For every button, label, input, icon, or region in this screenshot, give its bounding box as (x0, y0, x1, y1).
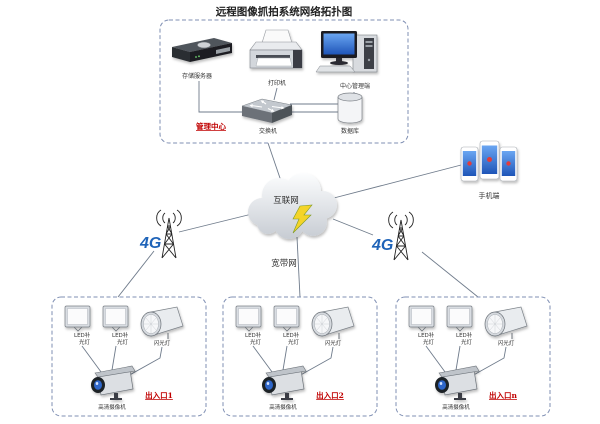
link-led-a-to-camera (81, 345, 105, 377)
cell-tower-icon (156, 209, 182, 259)
led-b-label-line2: 光灯 (461, 338, 473, 346)
diagram-title: 远程图像抓拍系统网络拓扑图 (216, 5, 353, 18)
led-fill-light-icon (408, 305, 435, 332)
led-a-label-line2: 光灯 (79, 338, 91, 346)
link-led-a-to-camera (252, 345, 276, 377)
led-fill-light-icon (64, 305, 91, 332)
link-led-a-to-camera (425, 345, 449, 377)
flash-lamp-label: 闪光灯 (325, 339, 342, 347)
link-4g-right-to-site-n (421, 251, 479, 298)
led-fill-light-icon (446, 305, 473, 332)
hd-camera-icon (91, 365, 136, 400)
phone (499, 146, 518, 182)
database-icon (337, 92, 363, 124)
cellular-4g-left: 4G (139, 209, 182, 259)
link-printer-to-switch (273, 87, 278, 101)
site-entrance-1: LED补 光灯 LED补 光灯 闪光灯 高清摄像机 出入口1 (51, 296, 207, 417)
cellular-label: 4G (371, 237, 393, 254)
site-frame (395, 296, 551, 417)
broadband-label: 宽带网 (271, 258, 297, 269)
network-switch-icon (241, 98, 293, 123)
site-name: 出入口n (489, 390, 517, 400)
led-b-label-line2: 光灯 (288, 338, 300, 346)
storage-server-label: 存储服务器 (182, 72, 212, 80)
led-a-label-line1: LED补 (74, 331, 91, 339)
link-flash-to-camera (296, 346, 334, 378)
site-entrance-2: LED补 光灯 LED补 光灯 闪光灯 高清摄像机 出入口2 (222, 296, 378, 417)
link-internet-to-4g-left (178, 213, 253, 233)
cellular-label: 4G (139, 235, 161, 252)
central-client-label: 中心管理端 (340, 82, 370, 90)
site-frame (222, 296, 378, 417)
link-center-to-internet (267, 142, 282, 182)
led-a-label-line2: 光灯 (250, 338, 262, 346)
hd-camera-icon (262, 365, 307, 400)
cell-tower-icon (388, 211, 414, 261)
led-b-label-line1: LED补 (283, 331, 300, 339)
lightning-icon (292, 204, 313, 234)
phone (479, 140, 500, 180)
network-links (117, 142, 479, 298)
database-label: 数据库 (341, 127, 359, 135)
storage-server-icon (172, 38, 232, 62)
flash-lamp-icon (140, 306, 184, 339)
computer-icon (315, 31, 378, 73)
management-center-label: 管理中心 (196, 121, 226, 131)
led-fill-light-icon (273, 305, 300, 332)
smartphone-icon (460, 140, 518, 182)
led-a-label-line1: LED补 (245, 331, 262, 339)
site-name: 出入口1 (145, 390, 173, 400)
hd-camera-icon (435, 365, 480, 400)
mobile-label: 手机端 (479, 191, 500, 200)
cloud-icon (248, 173, 337, 239)
flash-lamp-label: 闪光灯 (498, 339, 515, 347)
site-name: 出入口2 (316, 390, 344, 400)
flash-lamp-icon (484, 306, 528, 339)
phone (460, 146, 479, 182)
led-a-label-line1: LED补 (418, 331, 435, 339)
site-entrance-n: LED补 光灯 LED补 光灯 闪光灯 高清摄像机 出入口n (395, 296, 551, 417)
led-a-label-line2: 光灯 (423, 338, 435, 346)
link-storage-to-switch (198, 81, 246, 113)
switch-label: 交换机 (259, 127, 277, 135)
printer-label: 打印机 (268, 79, 286, 87)
hd-camera-label: 高清摄像机 (98, 403, 126, 411)
flash-lamp-label: 闪光灯 (154, 339, 171, 347)
hd-camera-label: 高清摄像机 (269, 403, 297, 411)
printer-icon (249, 29, 303, 69)
internet-label: 互联网 (273, 196, 299, 206)
cellular-4g-right: 4G (371, 211, 414, 261)
management-center-frame (159, 19, 409, 144)
led-b-label-line1: LED补 (112, 331, 129, 339)
flash-lamp-icon (311, 306, 355, 339)
link-broadband-to-site-2 (296, 236, 301, 298)
management-center: 存储服务器 打印机 中心管理端 (159, 19, 409, 144)
link-internet-to-4g-right (332, 218, 374, 236)
led-b-label-line2: 光灯 (117, 338, 129, 346)
led-b-label-line1: LED补 (456, 331, 473, 339)
hd-camera-label: 高清摄像机 (442, 403, 470, 411)
link-internet-to-mobile (329, 163, 466, 200)
led-fill-light-icon (102, 305, 129, 332)
link-4g-left-to-site-1 (117, 250, 155, 298)
led-fill-light-icon (235, 305, 262, 332)
link-flash-to-camera (125, 346, 163, 378)
link-flash-to-camera (469, 346, 507, 378)
site-frame (51, 296, 207, 417)
